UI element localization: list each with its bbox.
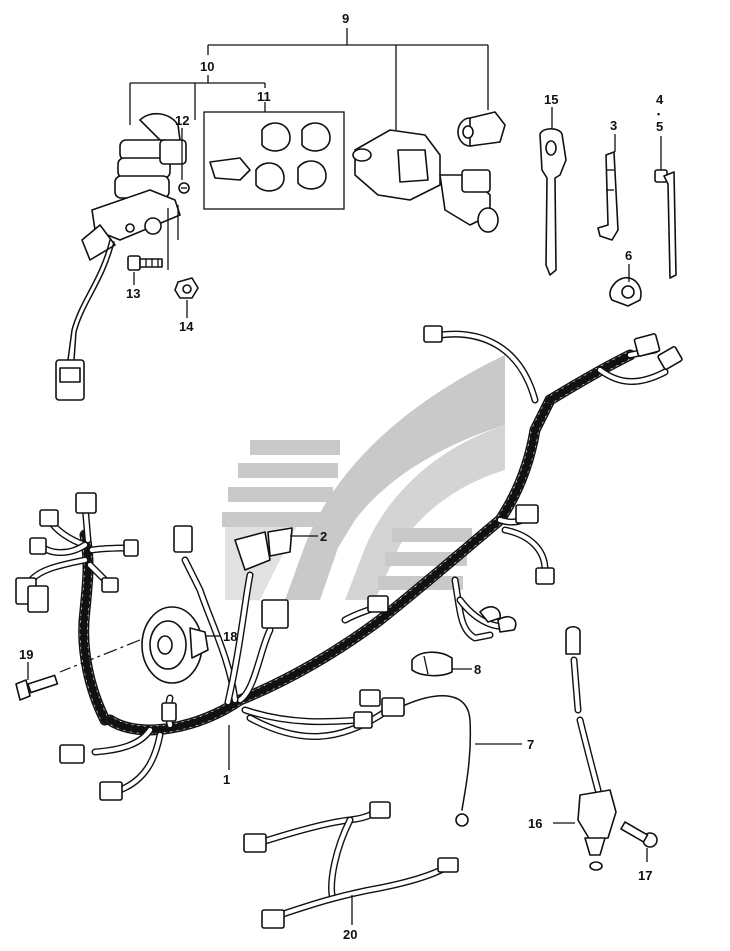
callout-lines-top — [129, 28, 489, 210]
ignition-switch — [81, 112, 187, 270]
horn-mount-centerline — [59, 639, 141, 673]
callout-4: 4 — [656, 92, 664, 107]
callout-12: 12 — [175, 113, 189, 128]
callout-18: 18 — [223, 629, 237, 644]
screw-part-17 — [620, 821, 658, 848]
lock-cylinder — [457, 111, 506, 147]
horn-part-18 — [141, 606, 209, 684]
ignition-pigtail-wire — [55, 239, 115, 401]
fuse-holder-part-8 — [411, 651, 453, 677]
harness-connectors — [15, 325, 683, 801]
callout-8: 8 — [474, 662, 481, 677]
bolt-part-19 — [15, 674, 59, 701]
callout-leaders — [27, 107, 662, 925]
switch-part-16 — [565, 625, 617, 871]
bolt-part-13 — [127, 255, 163, 271]
callout-20: 20 — [343, 927, 357, 942]
sub-harness-part-20 — [243, 801, 459, 929]
callout-2: 2 — [320, 529, 327, 544]
clamp-part-3 — [597, 151, 619, 241]
callout-1: 1 — [223, 772, 230, 787]
callout-3: 3 — [610, 118, 617, 133]
callout-6: 6 — [625, 248, 632, 263]
callout-13: 13 — [126, 286, 140, 301]
callout-labels: 1 2 3 4 • 5 6 7 8 9 10 11 12 13 14 15 16… — [19, 11, 664, 942]
callout-5: 5 — [656, 119, 663, 134]
watermark-logo — [222, 355, 505, 600]
screw-part-12 — [178, 182, 190, 194]
nut-part-14 — [174, 277, 199, 299]
steering-lock-housing — [352, 129, 499, 233]
callout-19: 19 — [19, 647, 33, 662]
callout-15: 15 — [544, 92, 558, 107]
callout-10: 10 — [200, 59, 214, 74]
separator-dot: • — [657, 109, 660, 119]
callout-14: 14 — [179, 319, 194, 334]
callout-16: 16 — [528, 816, 542, 831]
callout-17: 17 — [638, 868, 652, 883]
cable-tie-part-4-5 — [654, 169, 677, 279]
callout-7: 7 — [527, 737, 534, 752]
lock-set-parts-11 — [209, 122, 331, 192]
lead-wire-part-7 — [404, 694, 472, 827]
clamp-part-6 — [609, 276, 642, 307]
key-part-15 — [539, 128, 567, 276]
callout-11: 11 — [257, 89, 271, 104]
callout-9: 9 — [342, 11, 349, 26]
